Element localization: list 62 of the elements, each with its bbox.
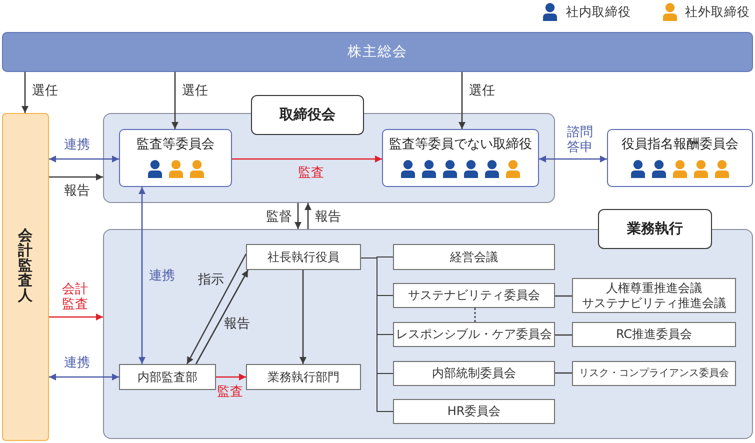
- process-box: HR委員会: [393, 399, 555, 424]
- node-title: 監査等委員でない取締役: [389, 136, 532, 154]
- edge-label: 諮問答申: [566, 125, 594, 155]
- arrow: [172, 72, 178, 129]
- arrow: [195, 270, 249, 364]
- connector-line: [555, 372, 572, 374]
- vertical-text: 会計監査人: [18, 228, 34, 304]
- connector-line: [555, 334, 572, 336]
- edge-label: 選任: [182, 84, 208, 98]
- arrow: [49, 374, 119, 380]
- edge-label: 監督: [266, 210, 292, 224]
- edge-label: 連携: [149, 268, 175, 284]
- arrow: [186, 254, 247, 364]
- node-text: 人権尊重推進会議: [606, 280, 702, 296]
- process-box: 経営会議: [393, 244, 555, 270]
- edge-label: 報告: [64, 184, 90, 198]
- arrow: [49, 156, 119, 162]
- connector-line: [361, 257, 393, 412]
- connector-line: [555, 295, 572, 297]
- banner-bar: 株主総会: [2, 32, 753, 72]
- process-box: RC推進委員会: [572, 322, 736, 347]
- legend-label: 社内取締役: [566, 3, 631, 20]
- heading-box: 取締役会: [251, 95, 364, 135]
- arrow: [49, 174, 103, 180]
- edge-label: 監査: [217, 384, 243, 400]
- process-box: 内部監査部: [119, 364, 216, 390]
- heading-box: 業務執行: [598, 209, 712, 249]
- node-title: 役員指名報酬委員会: [622, 136, 738, 154]
- arrow: [458, 72, 466, 129]
- dotted-line: [474, 308, 476, 322]
- arrow: [300, 270, 306, 364]
- edge-label: 報告: [315, 210, 341, 224]
- process-box: リスク・コンプライアンス委員会: [572, 361, 736, 386]
- edge-label: 連携: [64, 356, 90, 370]
- process-box: 内部統制委員会: [393, 361, 555, 386]
- process-box: サステナビリティ委員会: [393, 283, 555, 308]
- committee-card: [607, 129, 753, 187]
- committee-card: [119, 129, 232, 187]
- edge-label: 連携: [64, 138, 90, 152]
- edge-label: 報告: [224, 316, 250, 332]
- edge-label: 指示: [198, 272, 224, 288]
- arrow: [216, 374, 246, 380]
- process-box: レスポンシブル・ケア委員会: [393, 322, 555, 347]
- arrow: [49, 314, 103, 320]
- edge-label: 会計監査: [61, 282, 89, 312]
- node-title: 監査等委員会: [136, 136, 214, 154]
- process-box: [572, 278, 736, 313]
- legend-label: 社外取締役: [685, 3, 750, 20]
- node-text: サステナビリティ推進会議: [582, 296, 726, 310]
- edge-label: 選任: [32, 84, 58, 98]
- arrow: [294, 203, 302, 229]
- arrow: [138, 187, 146, 364]
- committee-card: [382, 129, 539, 187]
- arrow: [232, 156, 382, 162]
- arrow: [22, 72, 28, 113]
- arrow: [304, 203, 312, 229]
- vertical-box: [2, 113, 49, 441]
- arrow: [539, 156, 607, 162]
- edge-label: 選任: [469, 84, 495, 98]
- process-box: 社長執行役員: [246, 244, 361, 270]
- edge-label: 監査: [298, 166, 324, 180]
- process-box: 業務執行部門: [246, 364, 361, 390]
